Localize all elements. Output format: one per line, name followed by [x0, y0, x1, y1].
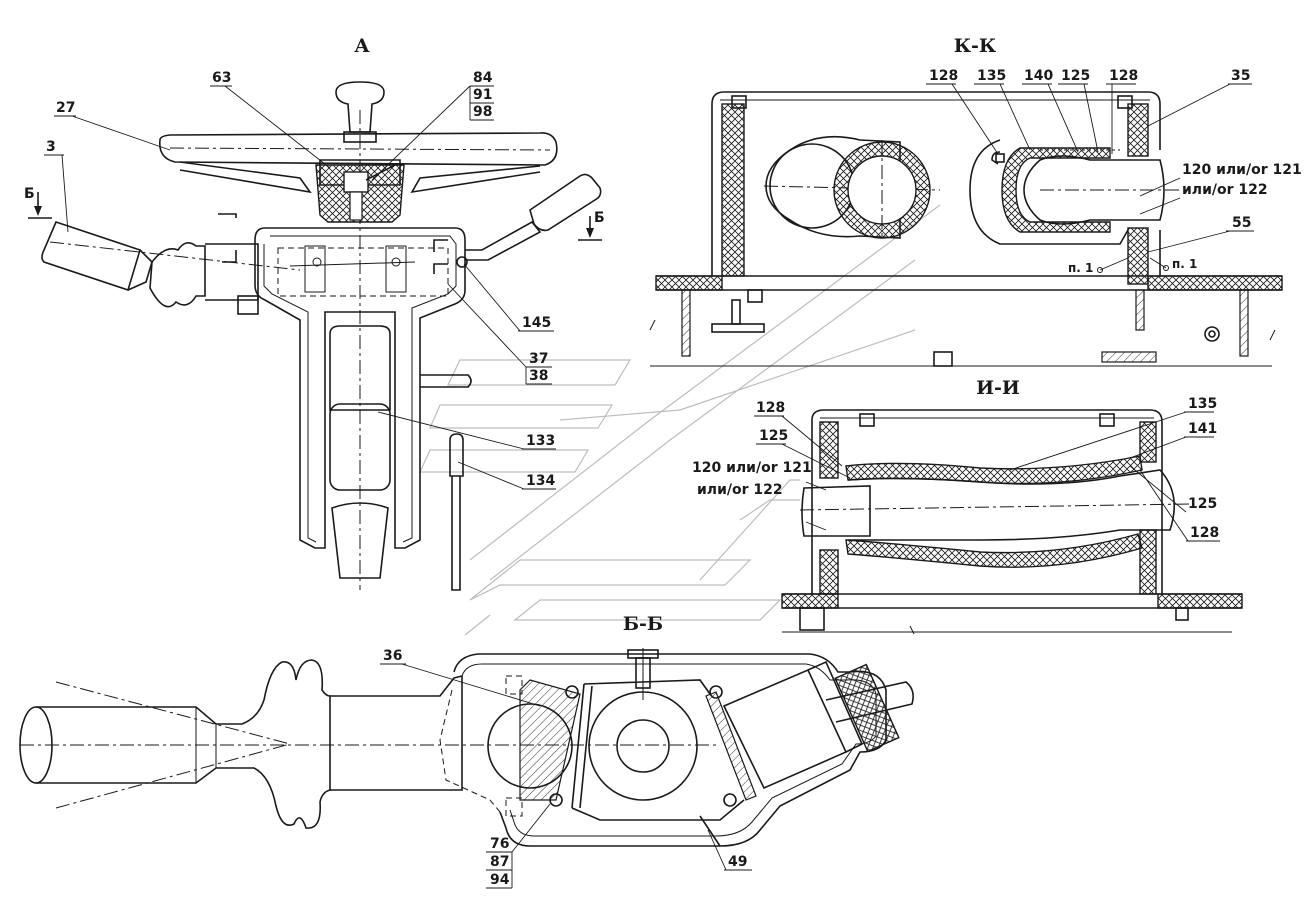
- ii-floor: [781, 593, 1243, 635]
- view-ii-title: И-И: [976, 377, 1020, 399]
- kk-label-125: 125: [1061, 68, 1090, 84]
- label-3: 3: [46, 139, 56, 155]
- bb-label-36: 36: [383, 648, 402, 664]
- section-mark-left: Б: [24, 186, 52, 219]
- view-a-title: А: [354, 35, 370, 57]
- kk-label-140: 140: [1024, 68, 1053, 84]
- view-k-k: К-К: [649, 35, 1302, 367]
- ii-box: [811, 409, 1163, 595]
- ii-label-122: или/or 122: [697, 482, 783, 498]
- kk-label-120: 120 или/or 121: [1182, 162, 1302, 178]
- section-corner-mark: [218, 213, 237, 218]
- steering-knob: [335, 81, 385, 143]
- label-27: 27: [56, 100, 75, 116]
- svg-text:Б: Б: [594, 210, 605, 226]
- label-37: 37: [529, 351, 548, 367]
- internal-hidden-parts: [277, 245, 449, 297]
- label-63: 63: [212, 70, 231, 86]
- view-i-i: И-И: [692, 377, 1243, 635]
- kk-label-p1b: п. 1: [1172, 257, 1197, 271]
- kk-label-128a: 128: [929, 68, 958, 84]
- bb-label-94: 94: [490, 872, 510, 888]
- ii-label-135: 135: [1188, 396, 1217, 412]
- bb-label-87: 87: [490, 854, 509, 870]
- view-bb-title: Б-Б: [623, 613, 663, 635]
- section-mark-right: Б: [578, 210, 605, 241]
- kk-label-128b: 128: [1109, 68, 1138, 84]
- column-housing: [237, 227, 466, 579]
- ii-labels: 128 125 120 или/or 121 или/or 122 135 14…: [692, 396, 1220, 542]
- section-corner-mark: [433, 263, 448, 274]
- bb-housing: [439, 648, 887, 847]
- svg-text:Б: Б: [24, 186, 35, 202]
- kk-label-35: 35: [1231, 68, 1250, 84]
- ii-sleeve: [799, 455, 1191, 568]
- ii-label-120: 120 или/or 121: [692, 460, 812, 476]
- label-84: 84: [473, 70, 493, 86]
- lower-levers: [420, 374, 472, 591]
- label-133: 133: [526, 433, 555, 449]
- bb-switch-unit: [699, 660, 914, 847]
- kk-label-122: или/or 122: [1182, 182, 1268, 198]
- ii-label-128b: 128: [1190, 525, 1219, 541]
- label-91: 91: [473, 87, 492, 103]
- bb-label-76: 76: [490, 836, 509, 852]
- ii-label-128a: 128: [756, 400, 785, 416]
- background-ghost-arrows: [419, 204, 941, 636]
- bb-labels: 36 76 87 94 49: [380, 648, 752, 889]
- ii-label-125b: 125: [1188, 496, 1217, 512]
- ii-label-141: 141: [1188, 421, 1217, 437]
- bb-lever: [19, 659, 720, 829]
- label-145: 145: [522, 315, 551, 331]
- kk-label-55: 55: [1232, 215, 1251, 231]
- kk-label-p1a: п. 1: [1068, 261, 1093, 275]
- view-kk-title: К-К: [954, 35, 997, 57]
- label-38: 38: [529, 368, 548, 384]
- ii-label-125a: 125: [759, 428, 788, 444]
- left-switch-lever: [41, 221, 301, 308]
- bb-label-49: 49: [728, 854, 747, 870]
- view-b-b: Б-Б: [19, 613, 914, 889]
- wheel-hub: [315, 164, 405, 223]
- section-corner-mark: [433, 239, 448, 252]
- view-a: А: [24, 35, 605, 591]
- kk-right-tube: [969, 139, 1180, 245]
- kk-label-135: 135: [977, 68, 1006, 84]
- bb-mechanism: [487, 675, 757, 821]
- kk-labels: 128 135 140 125 128 35 120 или/or 121 ил…: [926, 68, 1302, 275]
- label-98: 98: [473, 104, 492, 120]
- kk-box-walls: [711, 91, 1161, 285]
- section-corner-mark: [222, 250, 237, 263]
- kk-left-tube: [763, 135, 941, 240]
- view-a-labels: 63 84 91 98 27 3 145 37 38: [44, 70, 556, 490]
- right-switch-lever: [456, 173, 602, 268]
- kk-floor-plate: [649, 275, 1283, 367]
- label-134: 134: [526, 473, 555, 489]
